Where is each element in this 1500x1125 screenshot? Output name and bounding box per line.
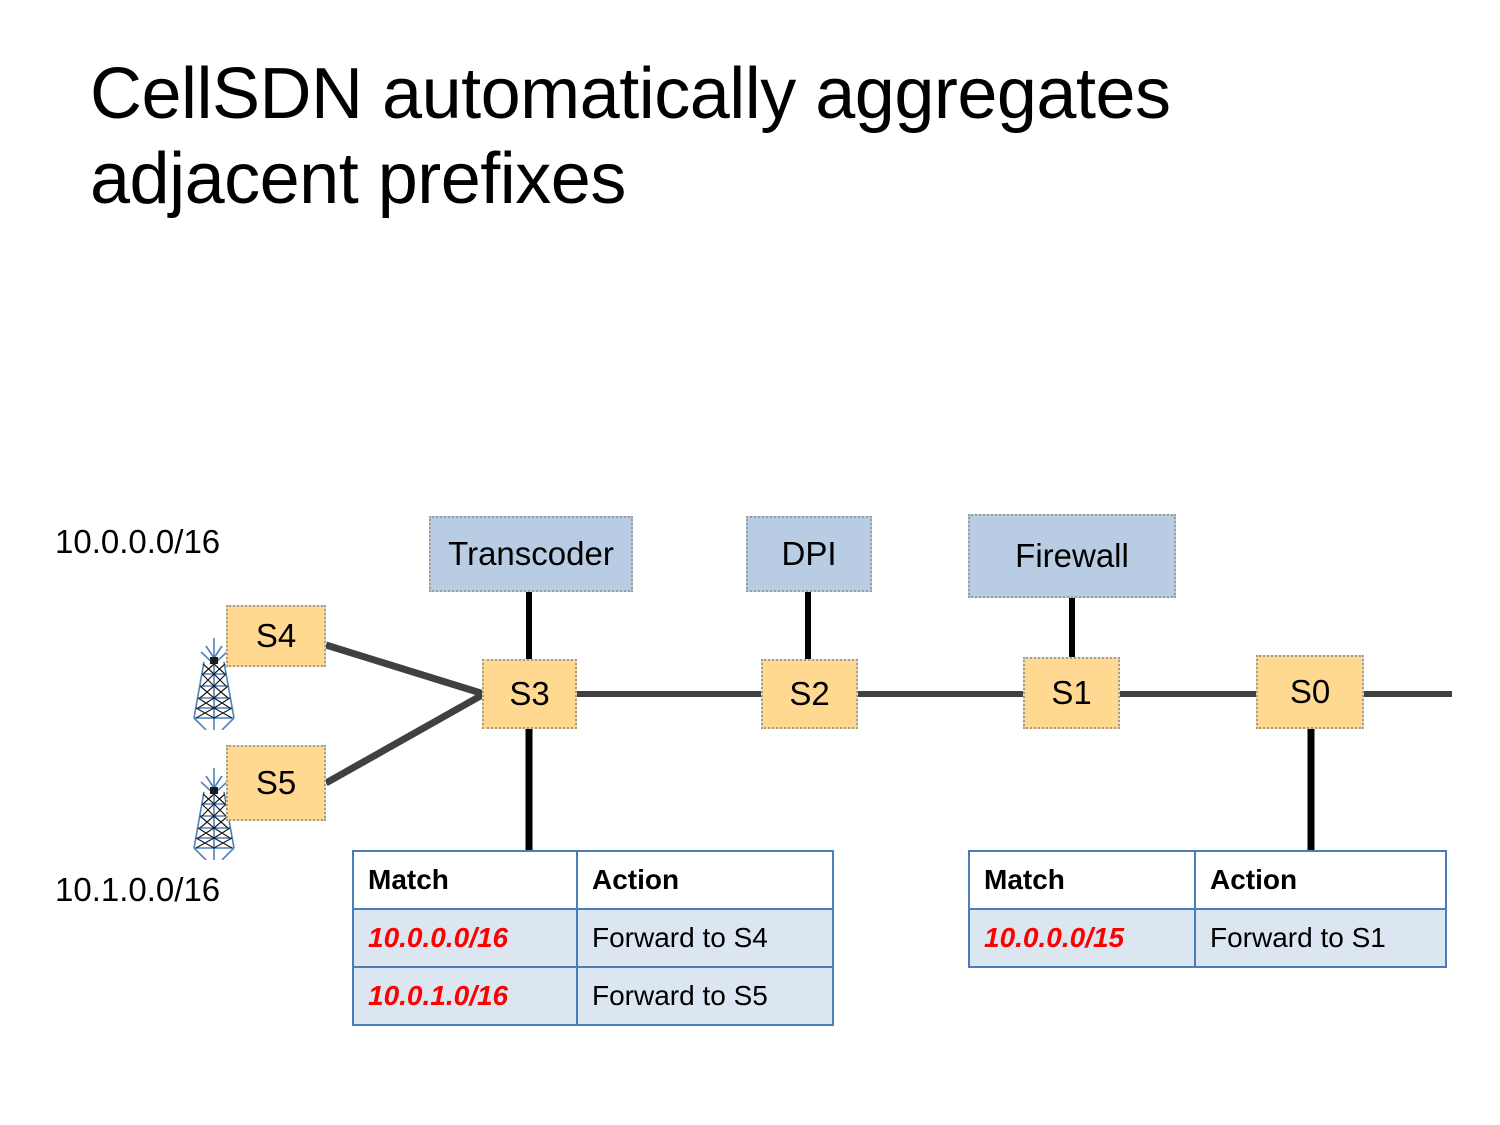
- prefix-label-bottom: 10.1.0.0/16: [55, 871, 221, 908]
- switch-s4[interactable]: S4: [226, 605, 326, 667]
- table-row[interactable]: 10.0.1.0/16 Forward to S5: [352, 966, 834, 1026]
- table-row[interactable]: 10.0.0.0/16 Forward to S4: [352, 908, 834, 968]
- switch-s5-label: S5: [255, 764, 297, 801]
- switch-s1[interactable]: S1: [1023, 657, 1120, 729]
- link-s5-s3: [324, 690, 486, 787]
- column-header-action: Action: [576, 850, 834, 910]
- cell-action: Forward to S5: [576, 966, 834, 1026]
- switch-s4-label: S4: [255, 617, 297, 654]
- column-header-match: Match: [968, 850, 1196, 910]
- table-row[interactable]: 10.0.0.0/15 Forward to S1: [968, 908, 1447, 968]
- switch-s1-label: S1: [1051, 674, 1092, 711]
- middlebox-firewall[interactable]: Firewall: [968, 514, 1176, 598]
- middlebox-transcoder-label: Transcoder: [448, 535, 614, 572]
- flow-table-s3: Match Action 10.0.0.0/16 Forward to S4 1…: [352, 850, 834, 1026]
- switch-s3-label: S3: [509, 675, 550, 712]
- cell-action: Forward to S1: [1194, 908, 1447, 968]
- switch-s2-label: S2: [789, 675, 830, 712]
- cell-tower-icon-top: [193, 638, 235, 730]
- switch-s3[interactable]: S3: [482, 659, 577, 729]
- switch-s0[interactable]: S0: [1256, 655, 1364, 729]
- cell-match: 10.0.0.0/15: [968, 908, 1196, 968]
- column-header-action: Action: [1194, 850, 1447, 910]
- table-header-row: Match Action: [352, 850, 834, 910]
- middlebox-dpi[interactable]: DPI: [746, 516, 872, 592]
- cell-match: 10.0.1.0/16: [352, 966, 578, 1026]
- flow-table-s0: Match Action 10.0.0.0/15 Forward to S1: [968, 850, 1447, 968]
- switch-s5[interactable]: S5: [226, 745, 326, 821]
- middlebox-firewall-label: Firewall: [1015, 537, 1129, 574]
- cell-action: Forward to S4: [576, 908, 834, 968]
- prefix-label-top: 10.0.0.0/16: [55, 523, 221, 560]
- page-title: CellSDN automatically aggregates adjacen…: [90, 54, 1171, 219]
- switch-s2[interactable]: S2: [761, 659, 858, 729]
- middlebox-transcoder[interactable]: Transcoder: [429, 516, 633, 592]
- table-header-row: Match Action: [968, 850, 1447, 910]
- column-header-match: Match: [352, 850, 578, 910]
- middlebox-dpi-label: DPI: [781, 535, 837, 572]
- switch-s0-label: S0: [1289, 673, 1331, 710]
- cell-match: 10.0.0.0/16: [352, 908, 578, 968]
- link-s4-s3: [324, 641, 486, 698]
